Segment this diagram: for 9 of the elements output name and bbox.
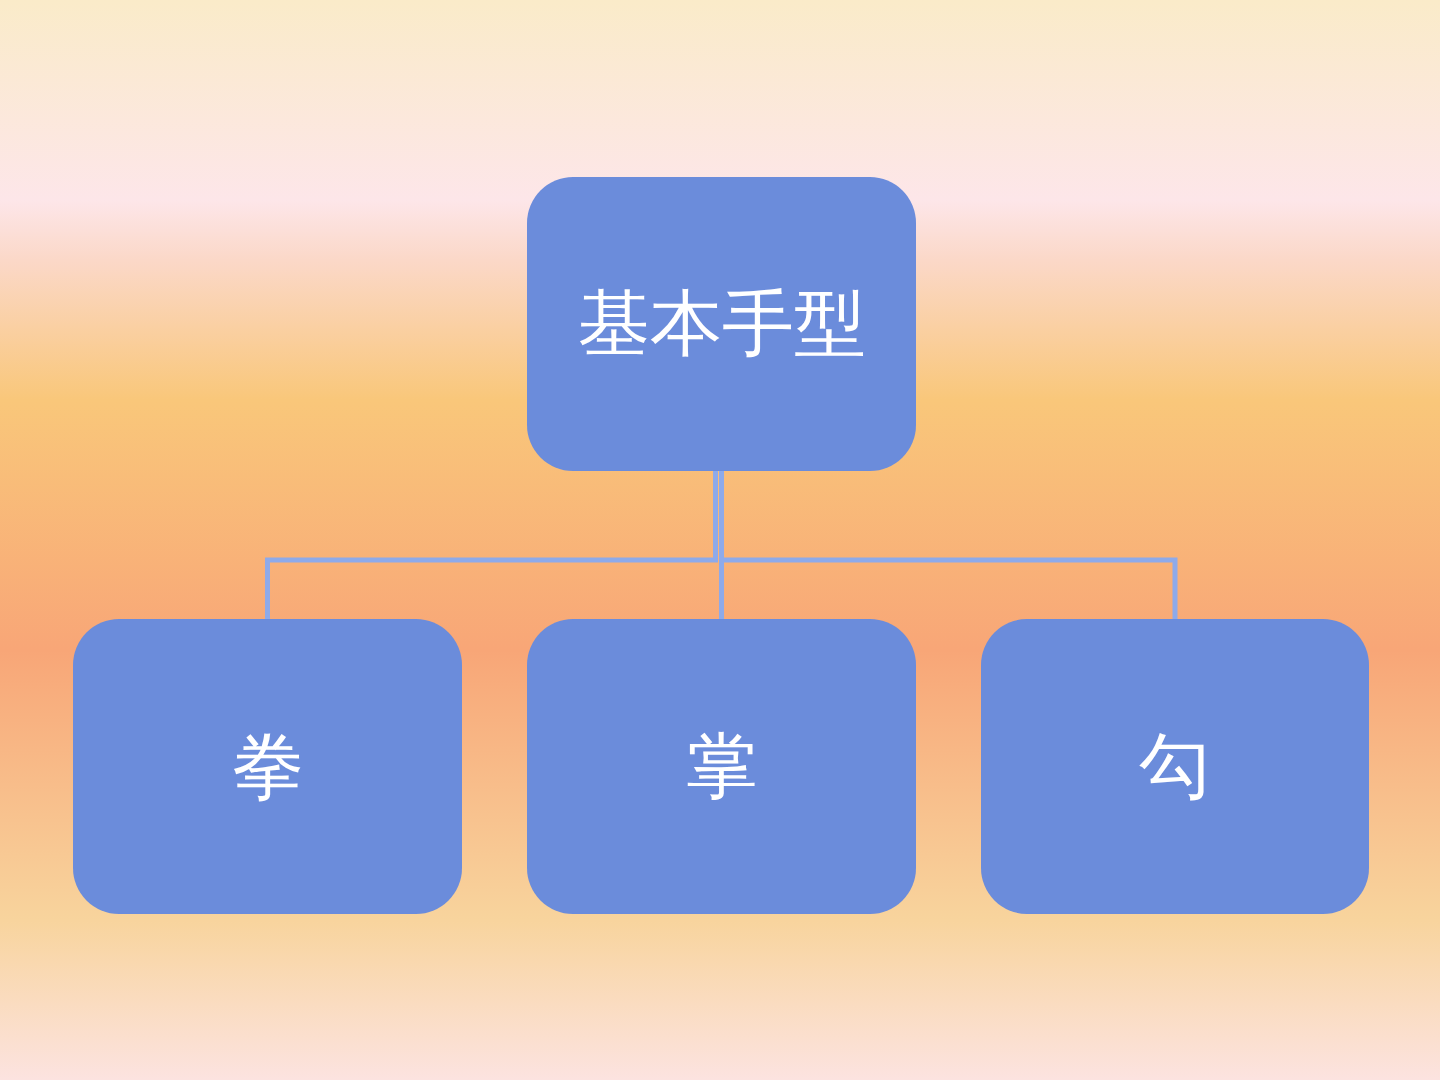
box-title: 基本手型 xyxy=(577,284,866,364)
rounded-box xyxy=(527,177,916,471)
rounded-box xyxy=(73,619,462,914)
box-title: 勾 xyxy=(1139,726,1211,807)
box-title: 掌 xyxy=(685,726,758,807)
connector-line xyxy=(265,471,718,619)
box-title: 拳 xyxy=(231,726,304,807)
rounded-box xyxy=(527,619,916,914)
rounded-box xyxy=(981,619,1369,914)
